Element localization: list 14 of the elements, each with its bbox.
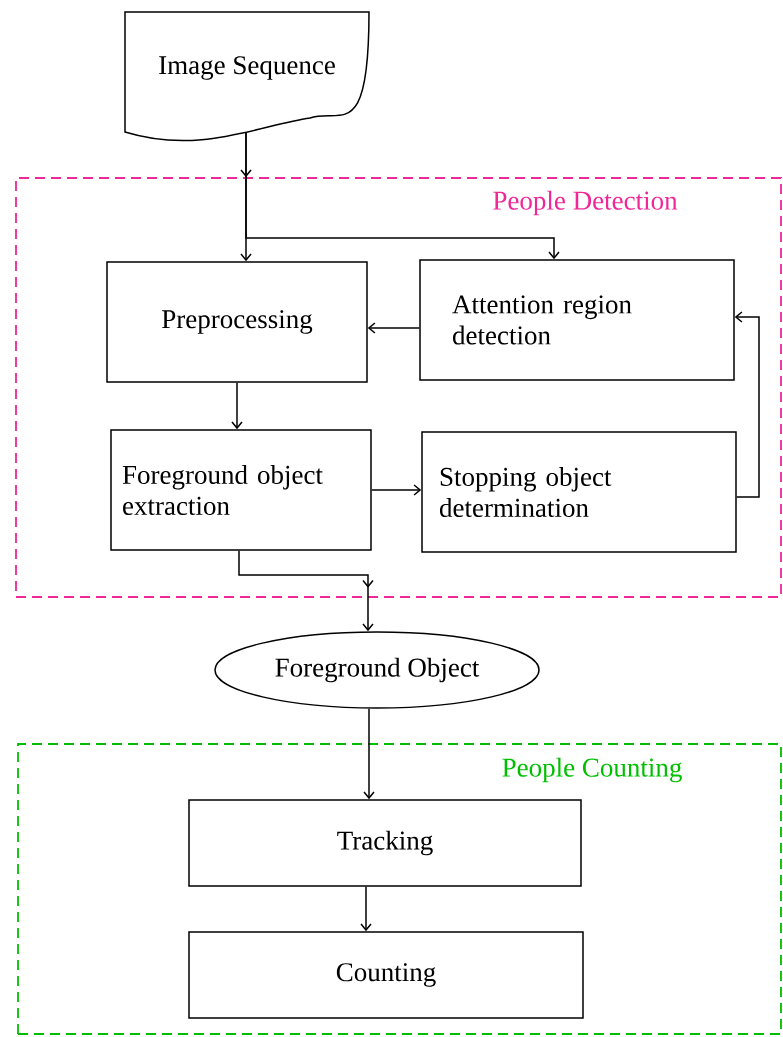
arrow <box>363 708 375 800</box>
process-box: Attention region detection <box>419 259 735 381</box>
arrow <box>231 382 243 430</box>
process-box: Stopping object determination <box>421 431 737 553</box>
arrow <box>360 886 372 932</box>
arrow <box>245 131 560 260</box>
process-box: Tracking <box>188 799 582 887</box>
arrow <box>734 311 760 498</box>
arrow <box>238 550 374 632</box>
arrow <box>371 484 422 496</box>
process-box: Counting <box>188 931 584 1019</box>
process-box: Preprocessing <box>106 261 368 383</box>
process-box: Foreground object extraction <box>110 429 372 551</box>
arrow <box>367 322 420 334</box>
